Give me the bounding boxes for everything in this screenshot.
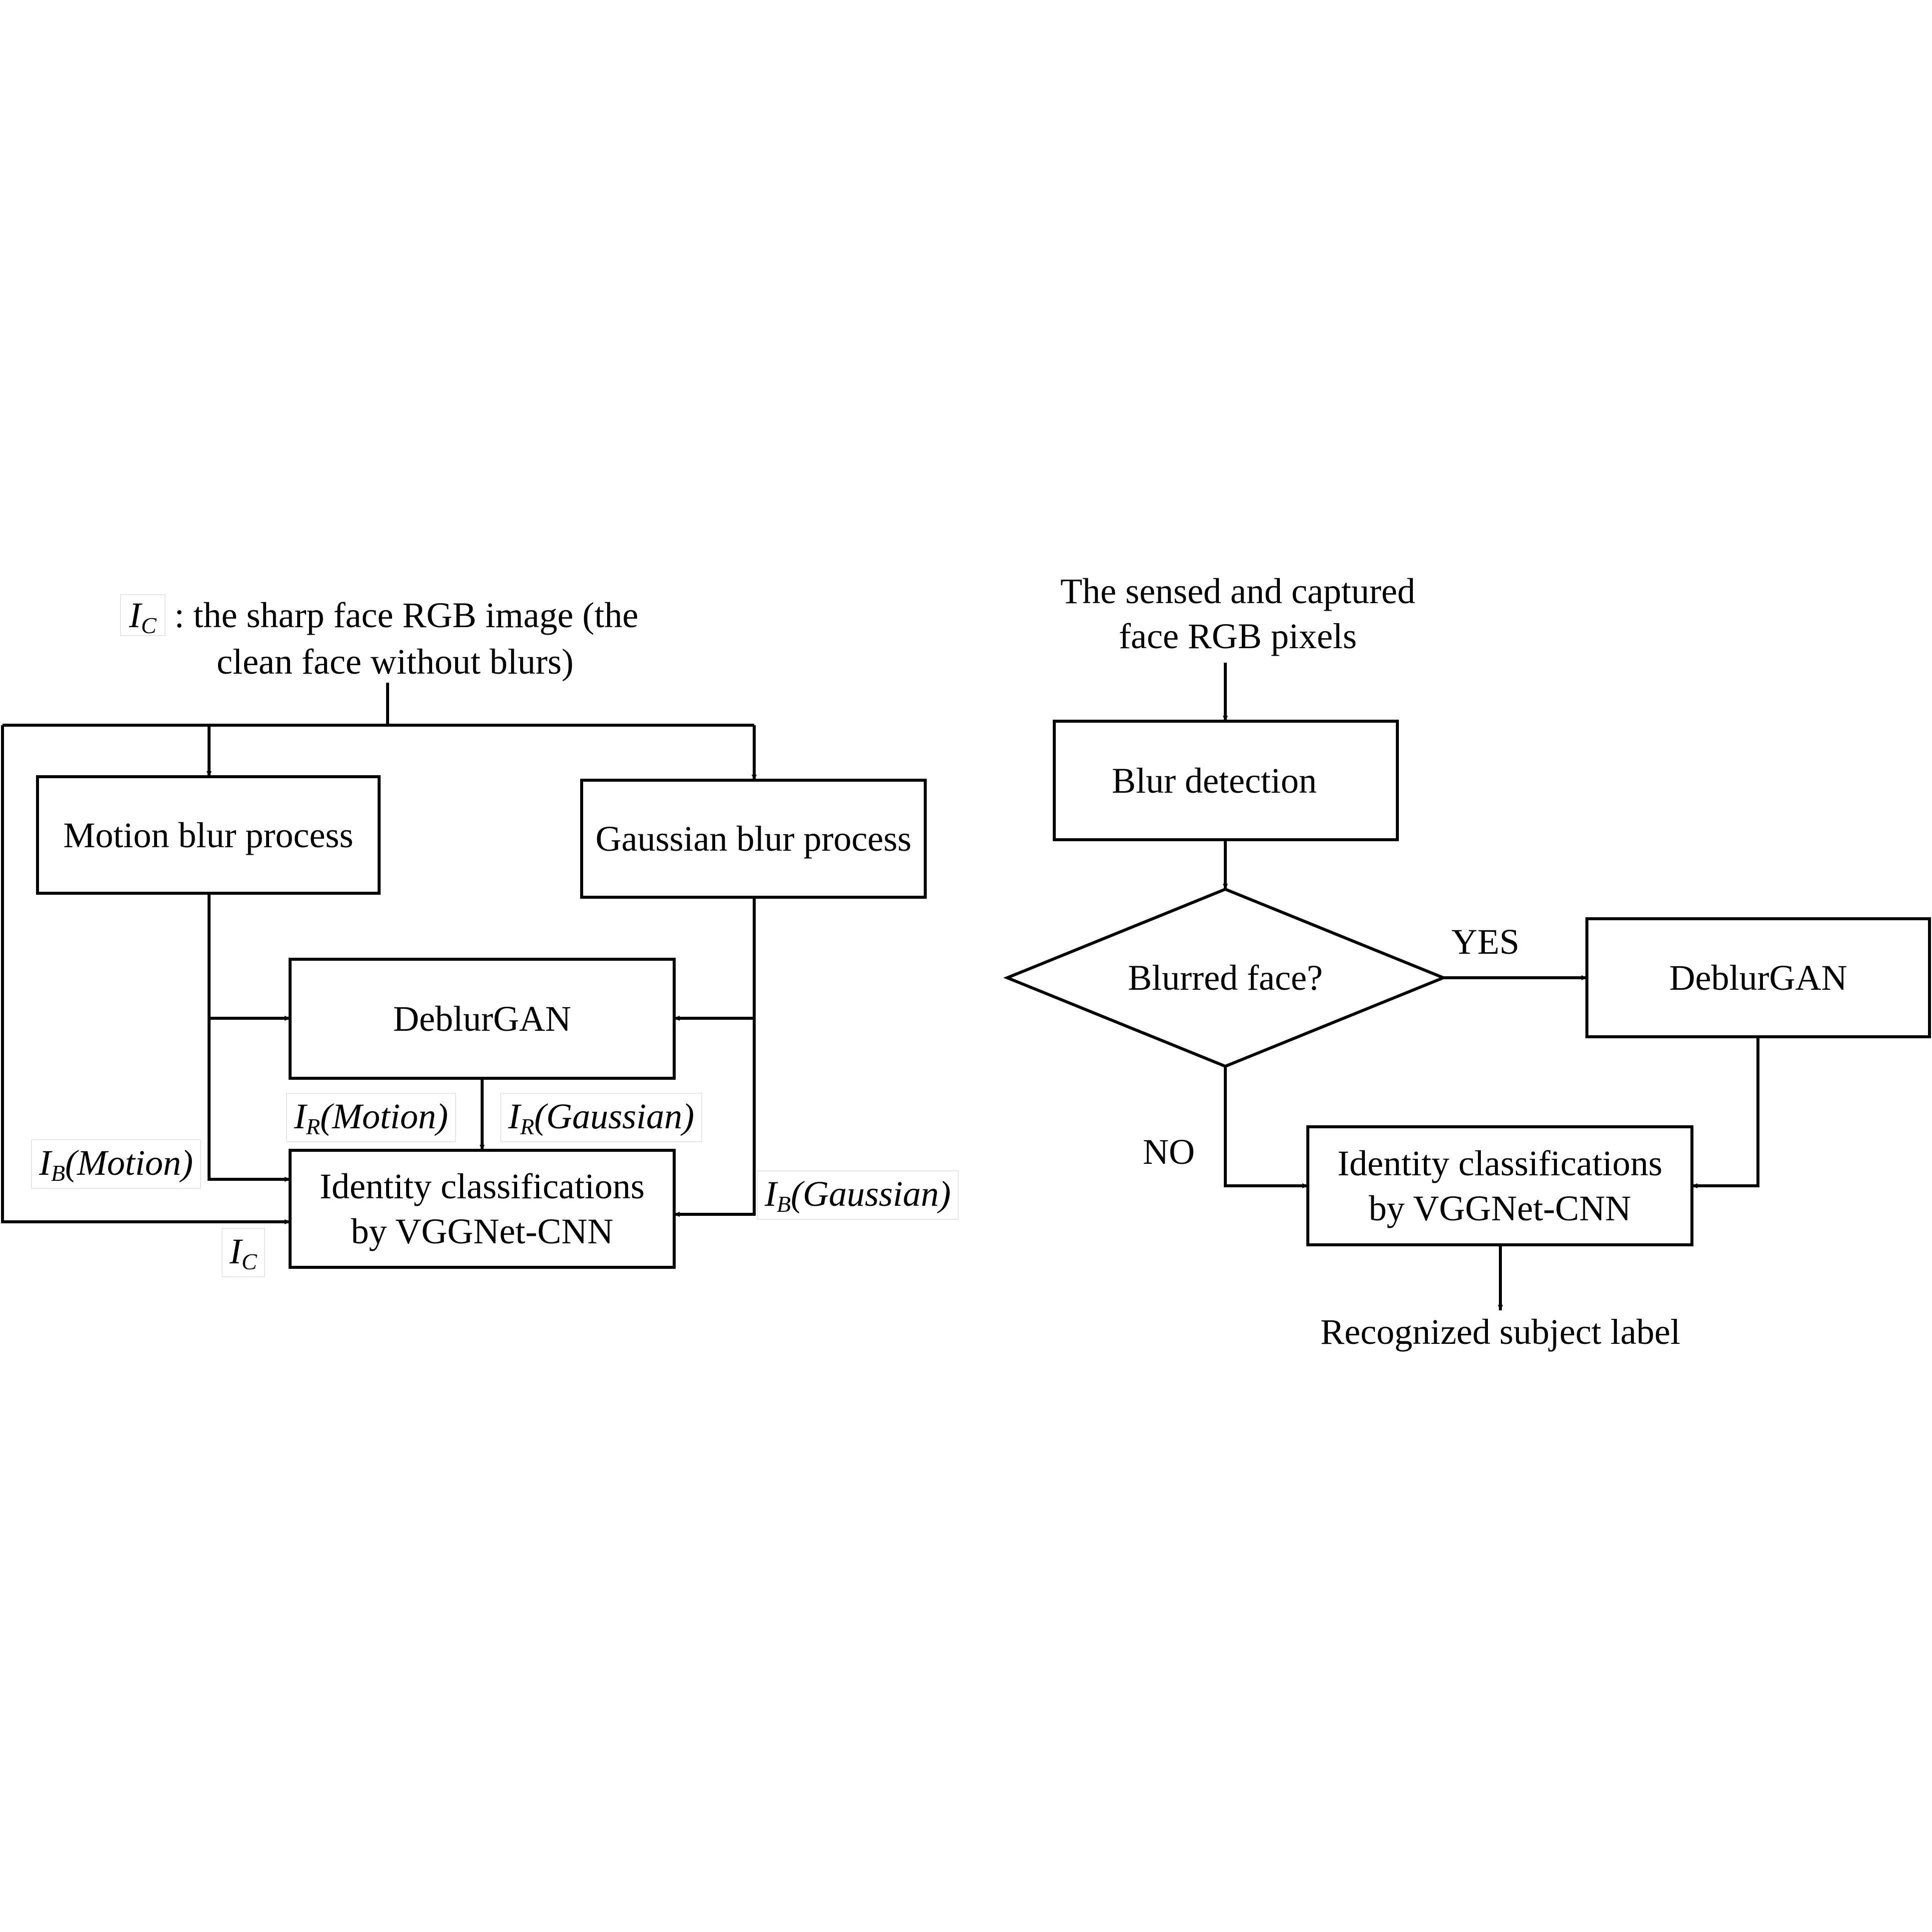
blur-detection-box: Blur detection [1112, 760, 1317, 801]
source-symbol: IC [120, 594, 166, 638]
clean-bypass-line [1, 725, 291, 1224]
right-identity-line2: by VGGNet-CNN [1368, 1188, 1631, 1228]
gaussian-blur-box: Gaussian blur process [595, 819, 912, 859]
decision-diamond: Blurred face? [1128, 958, 1323, 998]
ib-motion-label: IB(Motion) [31, 1139, 202, 1189]
deblurgan-box: DeblurGAN [393, 999, 571, 1039]
identity-line2: by VGGNet-CNN [351, 1211, 614, 1251]
no-label: NO [1143, 1132, 1195, 1172]
motion-down-line [208, 893, 291, 1182]
right-deblurgan-box: DeblurGAN [1669, 958, 1847, 998]
identity-box: Identity classifications by VGGNet-CNN [290, 1150, 674, 1267]
source-line1: : the sharp face RGB image (the [165, 595, 639, 635]
input-line2: face RGB pixels [1119, 616, 1357, 656]
ir-motion-label: IR(Motion) [286, 1093, 457, 1142]
input-caption: The sensed and captured face RGB pixels [1025, 569, 1450, 659]
right-identity-line1: Identity classifications [1337, 1143, 1662, 1183]
input-line1: The sensed and captured [1060, 571, 1415, 611]
source-caption-line2: clean face without blurs) [217, 642, 574, 682]
yes-label: YES [1451, 922, 1520, 962]
no-arrow [1224, 1066, 1308, 1188]
ir-gaussian-label: IR(Gaussian) [500, 1093, 703, 1142]
ib-gaussian-label: IB(Gaussian) [757, 1170, 959, 1220]
output-label: Recognized subject label [1320, 1312, 1680, 1352]
deblurgan-to-identity-right-arrow [1691, 1037, 1759, 1188]
identity-line1: Identity classifications [320, 1166, 645, 1206]
source-caption: IC : the sharp face RGB image (the [120, 593, 638, 640]
motion-blur-box: Motion blur process [63, 815, 354, 855]
gaussian-down-line [674, 897, 756, 1217]
right-identity-box: Identity classifications by VGGNet-CNN [1308, 1127, 1692, 1245]
ic-label: IC [222, 1228, 265, 1277]
